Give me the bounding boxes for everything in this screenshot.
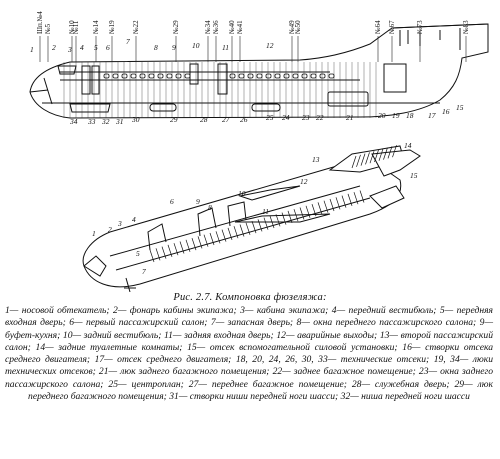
cutaway-callout: 9 [196, 197, 200, 206]
cutaway-callout: 14 [404, 141, 412, 150]
caption-legend: 1— носовой обтекатель; 2— фонарь кабины … [5, 305, 493, 403]
cutaway-callout: 5 [136, 249, 140, 258]
cutaway-callout: 1 [92, 229, 96, 238]
top-callout: 7 [126, 37, 130, 46]
cutaway-callout: 13 [312, 155, 320, 164]
service-door [91, 65, 100, 95]
bottom-callout: 23 [302, 113, 310, 122]
engine-bay [383, 63, 407, 93]
frame-label: №64 [374, 20, 382, 34]
bottom-callout: 22 [316, 113, 324, 122]
bottom-callout: 25 [266, 113, 274, 122]
cutaway-callout: 3 [117, 219, 122, 228]
bottom-callouts: 34 33 32 31 30 29 28 27 26 25 24 23 22 21 20 19 18 17 16 15 [69, 103, 464, 126]
top-callout: 10 [192, 41, 200, 50]
side-windows [103, 73, 335, 79]
cutaway-callout: 2 [108, 225, 112, 234]
cutaway-body [82, 161, 402, 288]
bottom-callout: 19 [392, 111, 400, 120]
rear-door [217, 63, 228, 95]
frame-label: №29 [172, 20, 180, 34]
frame-label: №36 [212, 20, 220, 34]
frame-label: №83 [462, 20, 470, 34]
front-door [81, 65, 91, 95]
bottom-callout: 18 [406, 111, 414, 120]
emergency-exit [189, 63, 199, 85]
top-callout: 4 [80, 43, 84, 52]
cutaway-callout: 4 [132, 215, 136, 224]
bottom-callout: 30 [131, 115, 140, 124]
bottom-callout: 26 [240, 115, 248, 124]
frame-label: Шп.№4 [36, 11, 44, 34]
bottom-callout: 28 [200, 115, 208, 124]
frame-label: №11 [72, 20, 80, 34]
caption-title: Рис. 2.7. Компоновка фюзеляжа: [173, 292, 327, 303]
top-callout: 6 [106, 43, 110, 52]
bottom-callout: 33 [87, 117, 96, 126]
top-callout: 3 [67, 45, 72, 54]
bottom-callout: 32 [101, 117, 110, 126]
frame-label: №22 [132, 20, 140, 34]
top-callout: 5 [94, 43, 98, 52]
cutaway-callout: 8 [208, 203, 212, 212]
frame-label: №50 [294, 20, 302, 34]
frame-label: №41 [236, 20, 244, 34]
top-callout: 12 [266, 41, 274, 50]
frame-label: №10 [68, 20, 76, 34]
cutaway-callout: 15 [410, 171, 418, 180]
cutaway-wing-top [238, 185, 301, 201]
front-baggage-hatch [149, 103, 177, 112]
frame-label: №34 [204, 20, 212, 34]
bottom-callout: 17 [428, 111, 436, 120]
bottom-callout: 20 [378, 111, 386, 120]
top-callout: 1 [30, 45, 34, 54]
frame-label: №67 [388, 20, 396, 34]
top-callout: 2 [52, 43, 56, 52]
cutaway-callout: 7 [142, 267, 146, 276]
frame-label: №73 [416, 20, 424, 34]
bottom-callout: 21 [346, 113, 354, 122]
figure-caption: Рис. 2.7. Компоновка фюзеляжа: 1— носово… [0, 292, 500, 403]
cutaway-seats [149, 190, 365, 263]
top-callout: 11 [222, 43, 229, 52]
cutaway-nose-gear [124, 277, 136, 292]
bottom-callout: 27 [222, 115, 230, 124]
cutaway-callout: 10 [238, 189, 246, 198]
bottom-callout: 31 [115, 117, 124, 126]
frame-label: №19 [108, 20, 116, 34]
cutaway-callout: 11 [262, 207, 269, 216]
rear-tech-hatch [327, 91, 369, 107]
top-callout: 9 [172, 43, 176, 52]
rear-baggage-hatch [251, 103, 281, 112]
frame-label: №14 [92, 20, 100, 34]
frame-label: №5 [44, 23, 52, 34]
nose-gear-niche [69, 103, 111, 113]
tail-fin [391, 23, 489, 50]
bottom-callout: 34 [69, 117, 78, 126]
bottom-callout: 29 [170, 115, 178, 124]
cutaway-callout: 6 [170, 197, 174, 206]
frame-lines [39, 36, 467, 118]
tail-engine-lower [369, 185, 405, 209]
frame-label: №40 [228, 20, 236, 34]
tail-engine-fin [371, 149, 421, 177]
top-callout: 8 [154, 43, 158, 52]
cutaway-callout: 12 [300, 177, 308, 186]
bottom-callout: 15 [456, 103, 464, 112]
side-doors [69, 63, 407, 113]
bottom-callout: 24 [282, 113, 290, 122]
cutaway-view [82, 145, 421, 292]
bottom-callout: 16 [442, 107, 450, 116]
frame-label: №49 [288, 20, 296, 34]
